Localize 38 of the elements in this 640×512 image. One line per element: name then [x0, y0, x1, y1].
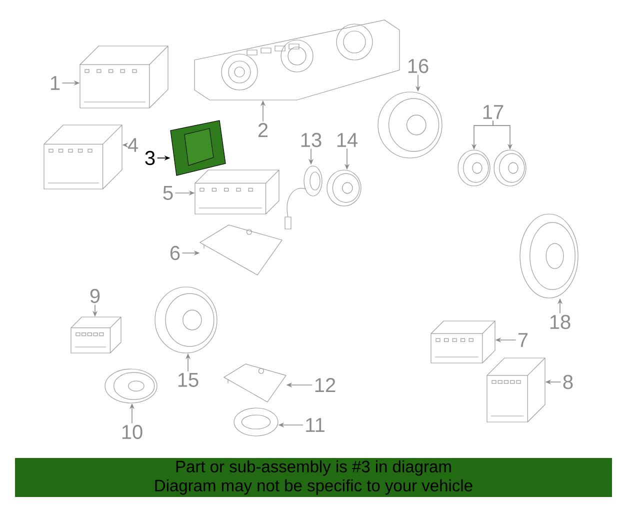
- callout-number: 15: [178, 373, 198, 387]
- callout-number: 6: [170, 246, 180, 260]
- speaker-drawing: [104, 368, 158, 404]
- speaker-drawing: [378, 92, 442, 158]
- speaker-drawing: [284, 166, 322, 230]
- module-drawing: [430, 320, 496, 364]
- adapter-ring-drawing: [234, 408, 278, 436]
- callout-number: 17: [483, 105, 504, 119]
- callout-number: 4: [128, 138, 138, 152]
- callout-number: 1: [50, 76, 60, 90]
- speaker-drawing: [154, 286, 218, 354]
- control-panel-drawing: [194, 20, 400, 100]
- callout-number: 16: [408, 58, 428, 74]
- callout-number: 13: [301, 132, 322, 148]
- callout-number: 18: [550, 314, 570, 330]
- callout-number: 9: [90, 288, 100, 304]
- notice-text: Part or sub-assembly is #3 in diagram: [176, 460, 451, 476]
- module-drawing: [486, 358, 546, 422]
- callout-number: 5: [163, 186, 173, 200]
- speaker-drawing: [458, 150, 490, 186]
- module-drawing: [44, 124, 122, 190]
- callout-number: 10: [122, 424, 142, 440]
- callout-number: 2: [258, 123, 268, 137]
- callout-number: 11: [306, 418, 324, 432]
- speaker-drawing: [494, 150, 526, 186]
- callout-number: 3: [145, 150, 155, 166]
- module-drawing: [80, 46, 168, 108]
- notice-banner: [15, 458, 612, 497]
- notice-text: Diagram may not be specific to your vehicle: [155, 479, 472, 495]
- module-drawing: [194, 170, 280, 214]
- module-drawing: [70, 316, 122, 354]
- callout-number: 12: [315, 378, 336, 392]
- speaker-drawing: [520, 214, 578, 298]
- speaker-drawing: [326, 170, 362, 206]
- callout-number: 14: [337, 133, 358, 147]
- callout-number: 7: [518, 333, 528, 347]
- callout-number: 8: [563, 374, 573, 390]
- display-unit-drawing: [170, 120, 226, 176]
